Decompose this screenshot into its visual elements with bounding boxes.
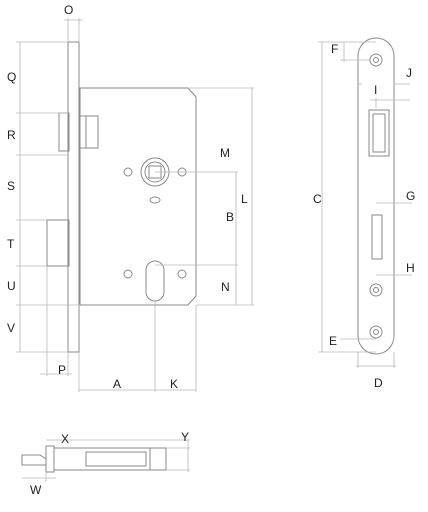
dim-label-b: B bbox=[226, 210, 235, 224]
screw-hole-left-bottom bbox=[123, 269, 133, 279]
top-view-faceplate bbox=[45, 445, 55, 473]
dim-label-c: C bbox=[313, 192, 322, 206]
latch-tail bbox=[79, 115, 99, 149]
dead-bolt bbox=[46, 219, 70, 267]
dim-label-h: H bbox=[406, 261, 415, 275]
dim-label-v: V bbox=[7, 321, 16, 335]
dim-label-e: E bbox=[329, 334, 338, 348]
screw-hole-right-bottom bbox=[177, 269, 187, 279]
cylinder-cutout bbox=[145, 260, 165, 302]
forend-bolt-opening bbox=[371, 214, 383, 260]
dim-label-x: X bbox=[61, 432, 70, 446]
forend-screw-top bbox=[369, 53, 383, 67]
forend-screw-middle bbox=[369, 283, 383, 297]
dim-label-k: K bbox=[170, 377, 179, 391]
dim-label-y: Y bbox=[181, 430, 190, 444]
dim-label-d: D bbox=[374, 376, 383, 390]
screw-hole-left-top bbox=[123, 167, 133, 177]
keyhole-slot bbox=[149, 196, 161, 204]
dim-label-u: U bbox=[7, 279, 16, 293]
dim-label-f: F bbox=[331, 42, 339, 56]
dim-label-m: M bbox=[220, 146, 230, 160]
dim-label-g: G bbox=[406, 189, 416, 203]
dim-label-s: S bbox=[7, 179, 16, 193]
dim-label-j: J bbox=[406, 66, 412, 80]
dim-label-l: L bbox=[241, 192, 248, 206]
dim-label-o: O bbox=[64, 3, 74, 17]
forend-screw-bottom bbox=[369, 325, 383, 339]
dim-label-p: P bbox=[58, 363, 67, 377]
dim-label-w: W bbox=[30, 483, 42, 497]
face-plate bbox=[67, 41, 80, 353]
dim-label-n: N bbox=[221, 280, 230, 294]
dim-label-i: I bbox=[374, 83, 378, 97]
forend-latch-opening bbox=[368, 109, 390, 157]
dim-label-q: Q bbox=[7, 70, 17, 84]
forend-outline bbox=[357, 37, 395, 355]
top-view-latch bbox=[21, 454, 47, 466]
dim-label-t: T bbox=[7, 237, 15, 251]
dim-label-r: R bbox=[7, 128, 16, 142]
dim-label-a: A bbox=[113, 377, 122, 391]
top-view-body bbox=[53, 447, 167, 471]
